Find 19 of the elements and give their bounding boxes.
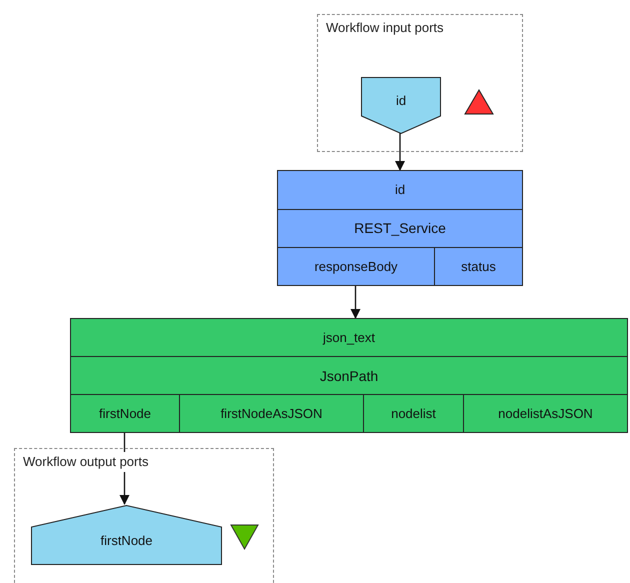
- processor-name: JsonPath: [318, 366, 380, 386]
- port-cell: firstNode: [70, 394, 180, 433]
- output-port-pentagon: [31, 505, 222, 565]
- arrow: [350, 285, 360, 319]
- port-cell: status: [434, 247, 523, 286]
- port-cell: nodelistAsJSON: [463, 394, 628, 433]
- processor-box: [70, 318, 628, 432]
- arrow: [395, 133, 405, 171]
- port-label: id: [394, 92, 408, 110]
- port-group: [317, 14, 523, 152]
- processor-box: [277, 170, 523, 285]
- port-cell: nodelist: [363, 394, 464, 433]
- input-port-pentagon: [361, 77, 441, 134]
- group-title: Workflow output ports: [23, 452, 148, 472]
- processor-name: REST_Service: [353, 218, 447, 238]
- port-group: [14, 448, 274, 583]
- port-label: firstNode: [99, 532, 154, 550]
- port-cell: responseBody: [277, 247, 435, 286]
- port-cell: firstNodeAsJSON: [179, 394, 364, 433]
